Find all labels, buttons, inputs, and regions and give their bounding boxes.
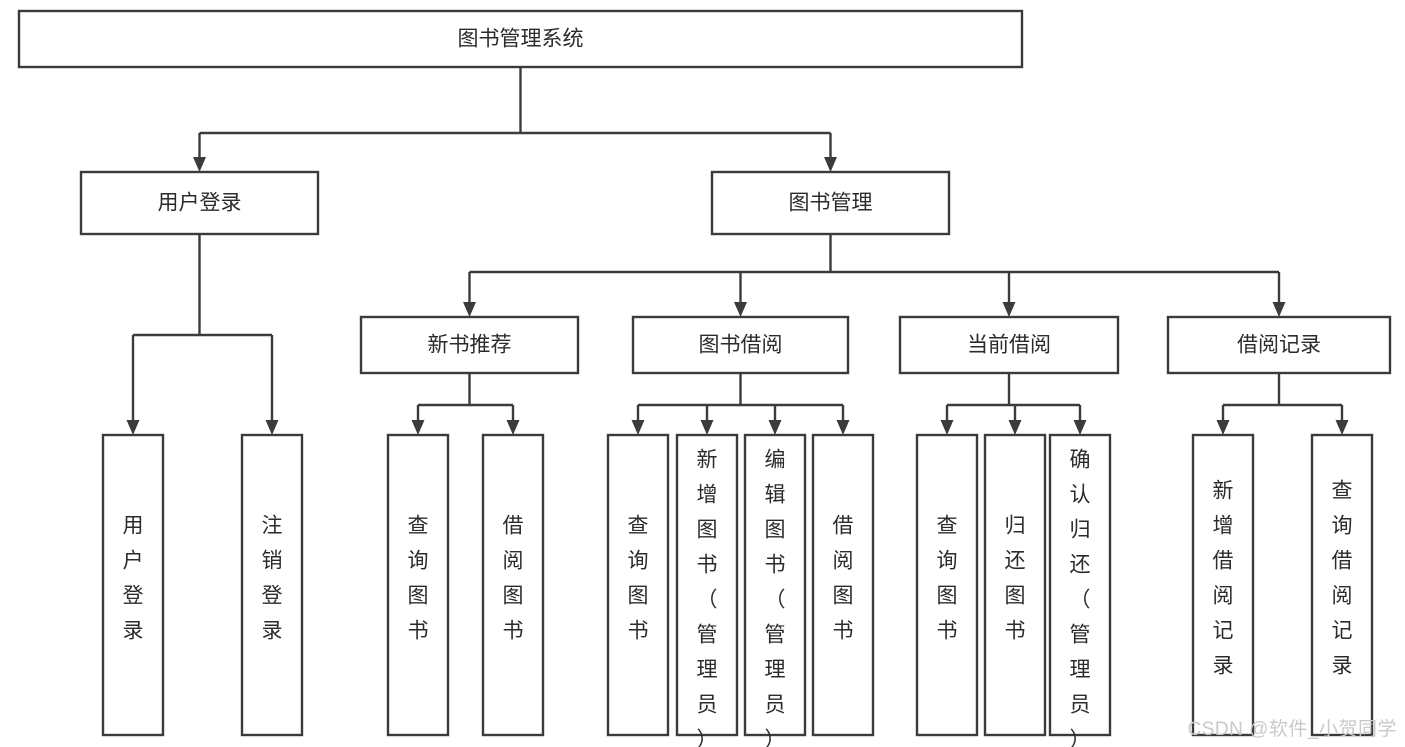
node-box-leaf-query-book-3[interactable] (915, 433, 979, 737)
node-label-book-manage: 图书管理 (789, 192, 873, 215)
node-box-leaf-add-record[interactable] (1191, 433, 1255, 737)
arrow-head-icon (631, 420, 645, 435)
node-box-leaf-borrow-book-1[interactable] (481, 433, 545, 737)
node-label-root: 图书管理系统 (458, 28, 584, 51)
node-box-leaf-query-record[interactable] (1310, 433, 1374, 737)
arrow-head-icon (1008, 420, 1022, 435)
connector-group-book-manage (463, 234, 1286, 317)
node-leaf-query-book-1[interactable]: 查询图书 (386, 433, 450, 737)
node-leaf-logout[interactable]: 注销登录 (240, 433, 304, 737)
node-leaf-add-record[interactable]: 新增借阅记录 (1191, 433, 1255, 737)
node-box-borrow-record[interactable] (1166, 315, 1392, 375)
arrow-head-icon (1073, 420, 1087, 435)
node-label-leaf-add-book: 新增图书（管理员） (697, 449, 718, 747)
arrow-head-icon (126, 420, 140, 435)
node-box-leaf-user-login[interactable] (101, 433, 165, 737)
arrow-head-icon (824, 157, 837, 172)
node-user-login[interactable]: 用户登录 (79, 170, 320, 236)
node-label-leaf-query-book-1: 查询图书 (408, 515, 429, 643)
arrow-head-icon (506, 420, 520, 435)
connector-group-current-borrow (940, 373, 1087, 435)
node-label-leaf-return-book: 归还图书 (1005, 515, 1026, 643)
connector-layer (126, 67, 1349, 435)
node-leaf-edit-book[interactable]: 编辑图书（管理员） (743, 433, 807, 747)
node-label-leaf-borrow-book-2: 借阅图书 (833, 515, 854, 643)
node-box-current-borrow[interactable] (898, 315, 1120, 375)
node-label-leaf-confirm-return: 确认归还（管理员） (1070, 449, 1091, 747)
node-box-leaf-return-book[interactable] (983, 433, 1047, 737)
arrow-head-icon (836, 420, 850, 435)
node-label-leaf-edit-book: 编辑图书（管理员） (765, 449, 786, 747)
node-box-leaf-borrow-book-2[interactable] (811, 433, 875, 737)
node-box-leaf-query-book-1[interactable] (386, 433, 450, 737)
node-borrow-record[interactable]: 借阅记录 (1166, 315, 1392, 375)
arrow-head-icon (1216, 420, 1230, 435)
node-label-leaf-logout: 注销登录 (262, 515, 283, 643)
connector-group-book-borrow (631, 373, 850, 435)
arrow-head-icon (768, 420, 782, 435)
node-current-borrow[interactable]: 当前借阅 (898, 315, 1120, 375)
node-root[interactable]: 图书管理系统 (17, 9, 1024, 69)
node-label-leaf-query-book-2: 查询图书 (628, 515, 649, 643)
node-leaf-user-login[interactable]: 用户登录 (101, 433, 165, 737)
node-label-book-borrow: 图书借阅 (699, 334, 783, 357)
node-book-borrow[interactable]: 图书借阅 (631, 315, 850, 375)
arrow-head-icon (1272, 302, 1286, 317)
node-box-book-borrow[interactable] (631, 315, 850, 375)
arrow-head-icon (734, 302, 747, 317)
arrow-head-icon (193, 157, 206, 172)
node-box-root[interactable] (17, 9, 1024, 69)
node-leaf-query-book-2[interactable]: 查询图书 (606, 433, 670, 737)
node-box-leaf-add-book[interactable] (675, 433, 739, 737)
node-box-leaf-edit-book[interactable] (743, 433, 807, 737)
connector-group-root (193, 67, 837, 172)
node-label-leaf-query-book-3: 查询图书 (937, 515, 958, 643)
node-layer: 图书管理系统用户登录图书管理新书推荐图书借阅当前借阅借阅记录用户登录注销登录查询… (17, 9, 1392, 747)
node-leaf-query-book-3[interactable]: 查询图书 (915, 433, 979, 737)
connector-group-borrow-record (1216, 373, 1349, 435)
arrow-head-icon (1335, 420, 1349, 435)
node-leaf-query-record[interactable]: 查询借阅记录 (1310, 433, 1374, 737)
node-label-leaf-add-record: 新增借阅记录 (1213, 480, 1234, 678)
node-label-leaf-query-record: 查询借阅记录 (1332, 480, 1353, 678)
node-label-current-borrow: 当前借阅 (967, 334, 1051, 357)
node-leaf-confirm-return[interactable]: 确认归还（管理员） (1048, 433, 1112, 747)
node-label-borrow-record: 借阅记录 (1237, 334, 1321, 357)
arrow-head-icon (265, 420, 279, 435)
connector-group-user-login (126, 234, 279, 435)
node-label-leaf-borrow-book-1: 借阅图书 (503, 515, 524, 643)
node-leaf-add-book[interactable]: 新增图书（管理员） (675, 433, 739, 747)
node-box-leaf-query-book-2[interactable] (606, 433, 670, 737)
arrow-head-icon (463, 302, 476, 317)
arrow-head-icon (700, 420, 714, 435)
node-box-leaf-confirm-return[interactable] (1048, 433, 1112, 737)
node-label-user-login: 用户登录 (158, 192, 242, 215)
arrow-head-icon (411, 420, 425, 435)
connector-group-new-book-rec (411, 373, 520, 435)
arrow-head-icon (940, 420, 954, 435)
node-label-leaf-user-login: 用户登录 (123, 515, 144, 643)
node-box-leaf-logout[interactable] (240, 433, 304, 737)
node-box-new-book-rec[interactable] (359, 315, 580, 375)
node-leaf-return-book[interactable]: 归还图书 (983, 433, 1047, 737)
arrow-head-icon (1002, 302, 1016, 317)
node-leaf-borrow-book-1[interactable]: 借阅图书 (481, 433, 545, 737)
node-box-user-login[interactable] (79, 170, 320, 236)
node-leaf-borrow-book-2[interactable]: 借阅图书 (811, 433, 875, 737)
node-label-new-book-rec: 新书推荐 (428, 334, 512, 357)
node-new-book-rec[interactable]: 新书推荐 (359, 315, 580, 375)
node-box-book-manage[interactable] (710, 170, 951, 236)
node-book-manage[interactable]: 图书管理 (710, 170, 951, 236)
